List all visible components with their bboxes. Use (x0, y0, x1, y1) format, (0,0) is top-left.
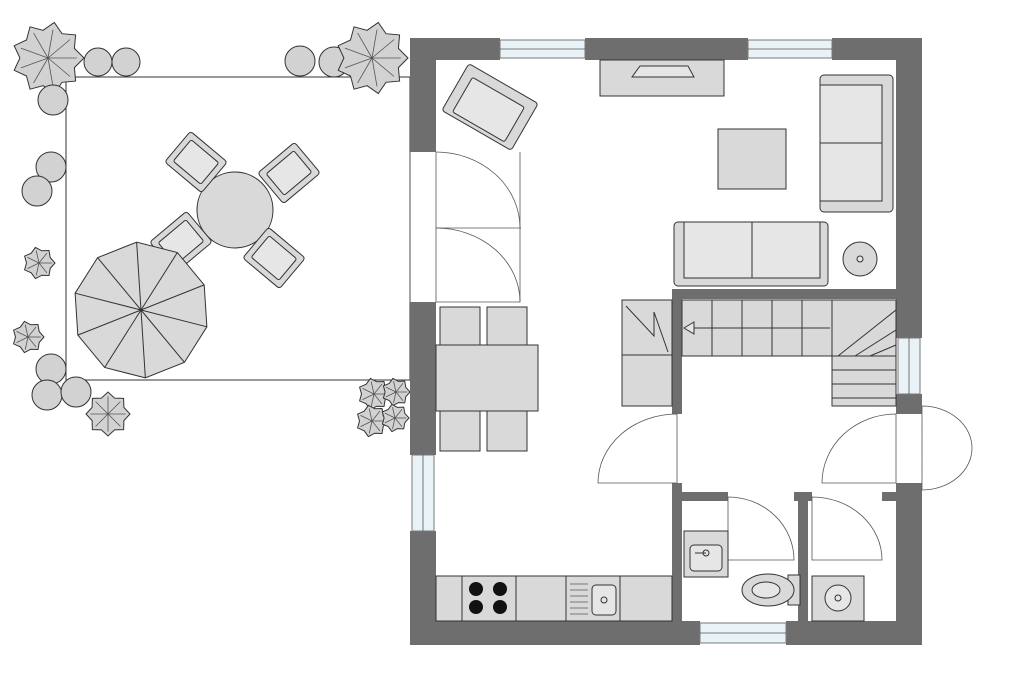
hall-door (597, 413, 678, 484)
sofa-right (819, 74, 894, 213)
shrub (13, 21, 85, 95)
dining-chair (439, 306, 481, 348)
kitchen-counter (435, 575, 673, 622)
armchair (442, 64, 538, 150)
windows (411, 39, 921, 644)
side-table (842, 241, 878, 277)
stove (469, 582, 507, 614)
laundry-door (811, 496, 883, 561)
shrub (21, 175, 53, 207)
patio-chair (165, 131, 227, 193)
shrubs (13, 21, 411, 438)
coffee-table (717, 128, 787, 190)
washbasin (683, 530, 729, 578)
patio-chair (258, 142, 320, 204)
laundry (811, 575, 865, 622)
shrub (24, 246, 56, 280)
staircase (621, 299, 897, 407)
sofa-bottom (673, 221, 829, 287)
terrace (65, 76, 411, 381)
dining-chair (486, 306, 528, 348)
toilet (741, 573, 801, 607)
shrub (357, 404, 389, 438)
dining-table (435, 344, 539, 412)
shrub (382, 377, 411, 407)
terrace-door (409, 151, 521, 303)
patio-table (196, 171, 274, 249)
shrub (35, 151, 67, 183)
shrub (37, 84, 69, 116)
dining-chair (439, 410, 481, 452)
shrub (284, 45, 316, 77)
shrub (111, 47, 141, 77)
entrance-door (921, 405, 973, 491)
shrub (381, 403, 410, 433)
fireplace (599, 59, 725, 97)
shrub (337, 21, 409, 95)
shrub (83, 47, 113, 77)
sink (570, 583, 617, 616)
dining-area (435, 306, 539, 452)
shrub (31, 379, 63, 411)
shrub (85, 391, 131, 437)
parasol (74, 241, 208, 379)
shrub (359, 377, 391, 411)
dining-chair (486, 410, 528, 452)
doors (409, 151, 973, 561)
hall-door (821, 413, 897, 484)
bathroom-door (727, 496, 795, 561)
living-room (442, 59, 894, 287)
shrub (35, 353, 67, 385)
shrub (60, 376, 92, 408)
shrub (13, 320, 45, 354)
walls (410, 38, 922, 645)
washing-machine (811, 575, 865, 622)
bathroom (683, 530, 801, 607)
kitchen (435, 575, 673, 622)
patio-chair (243, 227, 305, 289)
